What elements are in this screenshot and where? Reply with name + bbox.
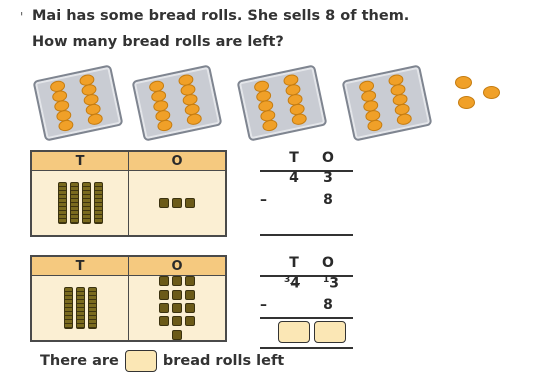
tens-rod: [94, 182, 103, 224]
ones-cube: [172, 198, 182, 208]
question-line-1: Mai has some bread rolls. She sells 8 of…: [32, 8, 409, 24]
ones-cube: [172, 303, 182, 313]
ones-cube: [172, 330, 182, 340]
place-value-table-2: T O: [30, 255, 227, 342]
tens-rod: [70, 182, 79, 224]
ones-cube: [185, 303, 195, 313]
top-ones-digit: 3: [318, 170, 338, 186]
bread-tray: [236, 64, 327, 141]
column-subtraction-1: T O 4 3 – 8: [258, 150, 353, 240]
answer-box[interactable]: [125, 350, 157, 372]
top-tens-digit: 4: [284, 170, 304, 186]
ones-cube: [159, 276, 169, 286]
loose-bread-roll: [483, 86, 500, 99]
col-head-ones: O: [318, 150, 338, 166]
column-subtraction-2: T O 34 13 – 8: [258, 255, 353, 350]
tens-rod: [88, 287, 97, 329]
place-value-table-1: T O: [30, 150, 227, 237]
loose-bread-roll: [455, 76, 472, 89]
crossed-tens-digit: 4: [290, 276, 300, 292]
tens-rod: [76, 287, 85, 329]
ones-cell: [129, 171, 227, 237]
bread-tray: [341, 64, 432, 141]
minus-sign: –: [260, 192, 267, 208]
ones-header: O: [129, 151, 227, 171]
bread-tray: [131, 64, 222, 141]
tens-rod: [58, 182, 67, 224]
subtract-ones-digit: 8: [318, 192, 338, 208]
ones-cube: [159, 316, 169, 326]
answer-sentence: There are bread rolls left: [40, 350, 284, 372]
ones-cube: [185, 198, 195, 208]
tens-rod: [64, 287, 73, 329]
answer-ones-box[interactable]: [314, 321, 346, 343]
question-marker: ': [20, 10, 23, 24]
top-ones-digit: 3: [329, 276, 339, 292]
tens-header: T: [31, 151, 129, 171]
question-line-2: How many bread rolls are left?: [32, 34, 284, 50]
answer-suffix: bread rolls left: [163, 353, 284, 369]
exchanged-ones: 13: [318, 275, 344, 292]
minus-sign: –: [260, 297, 267, 313]
col-head-ones: O: [318, 255, 338, 271]
subtract-ones-digit: 8: [318, 297, 338, 313]
ones-cell: [129, 276, 227, 342]
tens-cell: [31, 171, 129, 237]
answer-prefix: There are: [40, 353, 119, 369]
ones-cube: [159, 290, 169, 300]
ones-cube: [159, 198, 169, 208]
answer-top-line: [260, 317, 353, 319]
ones-cube: [172, 290, 182, 300]
ones-cube: [172, 316, 182, 326]
bread-tray: [32, 64, 123, 141]
answer-bottom-line: [260, 347, 353, 349]
ones-header: O: [129, 256, 227, 276]
col-head-tens: T: [284, 150, 304, 166]
tens-rod: [82, 182, 91, 224]
ones-cube: [185, 316, 195, 326]
ones-cube: [172, 276, 182, 286]
ones-cube: [159, 303, 169, 313]
exchanged-tens: 34: [276, 275, 308, 292]
ones-cube: [185, 276, 195, 286]
loose-bread-roll: [458, 96, 475, 109]
answer-tens-box[interactable]: [278, 321, 310, 343]
ones-cube: [185, 290, 195, 300]
tens-cell: [31, 276, 129, 342]
tens-header: T: [31, 256, 129, 276]
answer-line: [260, 234, 353, 236]
col-head-tens: T: [284, 255, 304, 271]
